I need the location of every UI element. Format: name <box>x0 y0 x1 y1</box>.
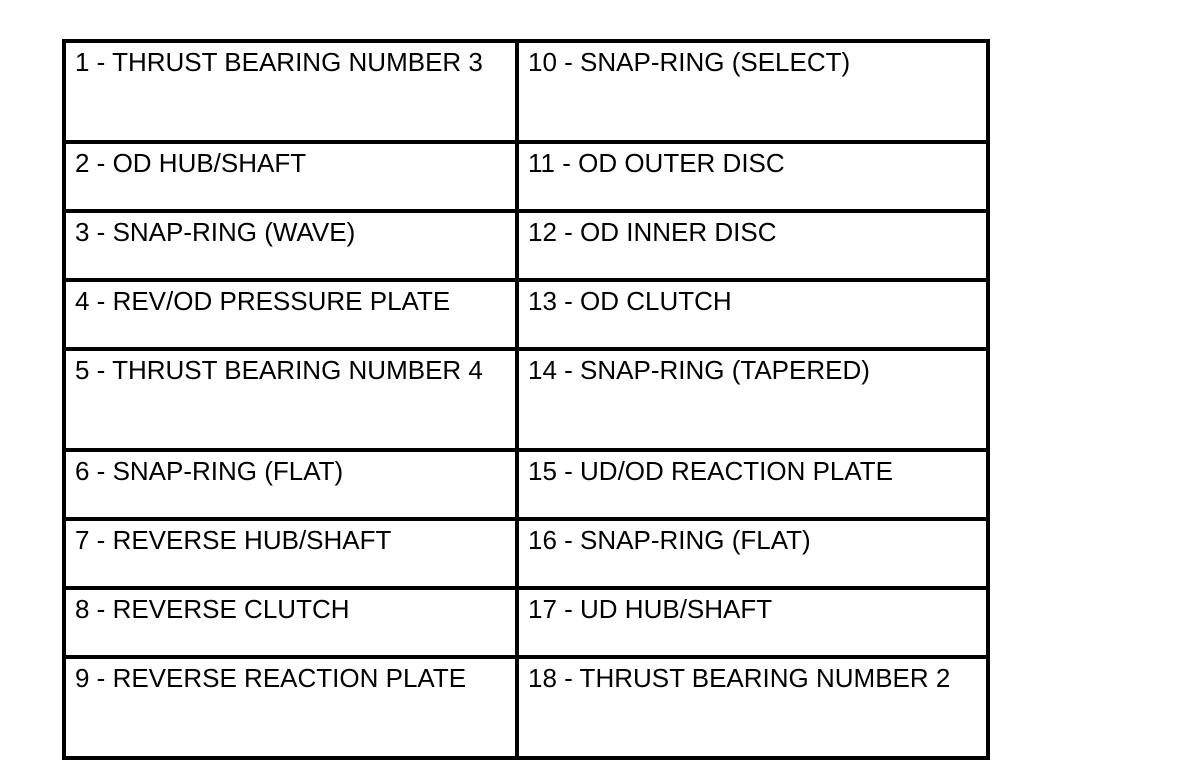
legend-cell: 1 - THRUST BEARING NUMBER 3 <box>62 39 519 144</box>
parts-legend-table: 1 - THRUST BEARING NUMBER 3 10 - SNAP-RI… <box>62 39 990 760</box>
legend-item-12: 12 - OD INNER DISC <box>528 217 777 247</box>
legend-item-4: 4 - REV/OD PRESSURE PLATE <box>75 286 451 316</box>
legend-item-6: 6 - SNAP-RING (FLAT) <box>75 456 344 486</box>
legend-cell: 10 - SNAP-RING (SELECT) <box>515 39 990 144</box>
legend-item-9: 9 - REVERSE REACTION PLATE <box>75 663 467 693</box>
legend-item-2: 2 - OD HUB/SHAFT <box>75 148 307 178</box>
table-row: 7 - REVERSE HUB/SHAFT 16 - SNAP-RING (FL… <box>62 517 990 590</box>
legend-item-7: 7 - REVERSE HUB/SHAFT <box>75 525 392 555</box>
legend-item-13: 13 - OD CLUTCH <box>528 286 732 316</box>
legend-item-14: 14 - SNAP-RING (TAPERED) <box>528 355 870 385</box>
legend-item-1: 1 - THRUST BEARING NUMBER 3 <box>75 47 483 77</box>
legend-cell: 15 - UD/OD REACTION PLATE <box>515 448 990 521</box>
legend-cell: 9 - REVERSE REACTION PLATE <box>62 655 519 760</box>
table-row: 1 - THRUST BEARING NUMBER 3 10 - SNAP-RI… <box>62 39 990 144</box>
legend-cell: 8 - REVERSE CLUTCH <box>62 586 519 659</box>
legend-item-3: 3 - SNAP-RING (WAVE) <box>75 217 356 247</box>
legend-cell: 3 - SNAP-RING (WAVE) <box>62 209 519 282</box>
table-row: 6 - SNAP-RING (FLAT) 15 - UD/OD REACTION… <box>62 448 990 521</box>
legend-cell: 11 - OD OUTER DISC <box>515 140 990 213</box>
legend-item-17: 17 - UD HUB/SHAFT <box>528 594 773 624</box>
legend-cell: 12 - OD INNER DISC <box>515 209 990 282</box>
legend-cell: 4 - REV/OD PRESSURE PLATE <box>62 278 519 351</box>
legend-cell: 13 - OD CLUTCH <box>515 278 990 351</box>
legend-cell: 17 - UD HUB/SHAFT <box>515 586 990 659</box>
legend-cell: 16 - SNAP-RING (FLAT) <box>515 517 990 590</box>
table-row: 5 - THRUST BEARING NUMBER 4 14 - SNAP-RI… <box>62 347 990 452</box>
legend-item-8: 8 - REVERSE CLUTCH <box>75 594 350 624</box>
legend-item-11: 11 - OD OUTER DISC <box>528 148 785 178</box>
table-row: 2 - OD HUB/SHAFT 11 - OD OUTER DISC <box>62 140 990 213</box>
legend-item-10: 10 - SNAP-RING (SELECT) <box>528 47 851 77</box>
table-row: 3 - SNAP-RING (WAVE) 12 - OD INNER DISC <box>62 209 990 282</box>
legend-cell: 2 - OD HUB/SHAFT <box>62 140 519 213</box>
legend-cell: 7 - REVERSE HUB/SHAFT <box>62 517 519 590</box>
table-row: 9 - REVERSE REACTION PLATE 18 - THRUST B… <box>62 655 990 760</box>
legend-cell: 6 - SNAP-RING (FLAT) <box>62 448 519 521</box>
legend-cell: 18 - THRUST BEARING NUMBER 2 <box>515 655 990 760</box>
legend-item-15: 15 - UD/OD REACTION PLATE <box>528 456 894 486</box>
legend-item-5: 5 - THRUST BEARING NUMBER 4 <box>75 355 483 385</box>
table-row: 4 - REV/OD PRESSURE PLATE 13 - OD CLUTCH <box>62 278 990 351</box>
legend-cell: 14 - SNAP-RING (TAPERED) <box>515 347 990 452</box>
legend-item-16: 16 - SNAP-RING (FLAT) <box>528 525 811 555</box>
legend-item-18: 18 - THRUST BEARING NUMBER 2 <box>528 663 951 693</box>
legend-cell: 5 - THRUST BEARING NUMBER 4 <box>62 347 519 452</box>
table-row: 8 - REVERSE CLUTCH 17 - UD HUB/SHAFT <box>62 586 990 659</box>
